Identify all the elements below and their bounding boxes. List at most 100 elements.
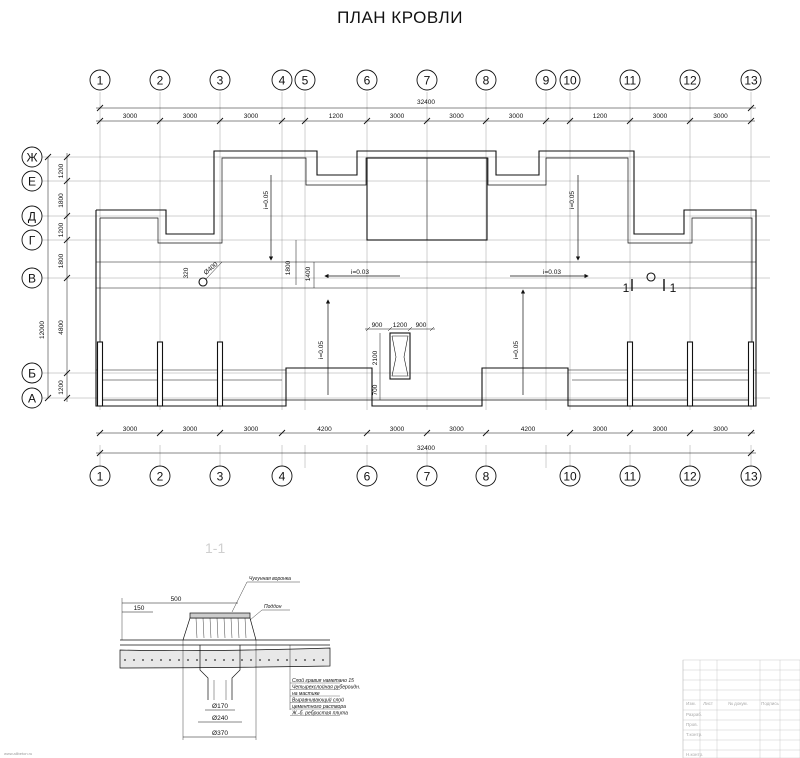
- dim-bottom-chain-value: 4200: [317, 426, 332, 433]
- section-aggregate-dot: [151, 659, 153, 661]
- section-aggregate-dot: [232, 659, 234, 661]
- axis-bubble-top-10: [559, 69, 581, 91]
- dim-skylight-offset: 700: [372, 384, 379, 395]
- dim-funnel-diameter: Ø400: [203, 261, 220, 277]
- axis-label-top: 11: [624, 74, 637, 88]
- axis-label-row: Д: [28, 210, 36, 224]
- dim-center-stack2: 1400: [305, 266, 312, 281]
- axis-bubble-top-4: [271, 69, 293, 91]
- dim-overall-top: 32400: [417, 99, 435, 106]
- dim-top-chain-value: 3000: [244, 113, 259, 120]
- dim-top-chain-tick: [96, 117, 104, 125]
- axis-label-row: В: [28, 272, 36, 286]
- axis-bubble-bottom-1: [89, 465, 111, 487]
- dim-left-tick: [63, 274, 71, 282]
- section-aggregate-dot: [205, 659, 207, 661]
- axis-bubble-top-8: [475, 69, 497, 91]
- dim-top-chain-tick: [482, 117, 490, 125]
- section-aggregate-dot: [250, 659, 252, 661]
- section-title: 1-1: [205, 540, 226, 556]
- dim-bottom-chain-value: 3000: [390, 426, 405, 433]
- axis-bubble-row-6: [21, 387, 43, 409]
- dim-bottom-chain-tick: [566, 429, 574, 437]
- section-mark-right: 1: [670, 281, 677, 295]
- stamp-row: Т.контр.: [686, 732, 702, 737]
- column-stub: [747, 341, 755, 407]
- callout-leader: [231, 581, 248, 613]
- axis-label-row: Ж: [26, 151, 37, 165]
- axis-bubble-bottom-7: [416, 465, 438, 487]
- axis-label-row: Г: [29, 234, 36, 248]
- section-grate-rib: [216, 617, 219, 639]
- section-aggregate-dot: [295, 659, 297, 661]
- dim-top-chain-value: 1200: [329, 113, 344, 120]
- slope-label: i=0.05: [569, 191, 576, 209]
- axis-bubble-top-9: [535, 69, 557, 91]
- dim-top-chain-value: 1200: [593, 113, 608, 120]
- dim-left-value: 4800: [58, 320, 65, 335]
- drawing-title: ПЛАН КРОВЛИ: [337, 8, 463, 27]
- slope-label: i=0.05: [263, 191, 270, 209]
- building-parapet-inner-left: [99, 218, 752, 401]
- axis-bubble-bottom-10: [559, 465, 581, 487]
- axis-label-top: 10: [563, 74, 577, 88]
- building-parapet-inner: [100, 157, 753, 400]
- dim-top-chain-tick: [216, 117, 224, 125]
- axis-label-top: 1: [97, 74, 104, 88]
- callout-leader: [249, 609, 263, 621]
- layer-legend-item: Выравнивающий слой: [292, 697, 344, 704]
- section-grate-rib: [244, 617, 247, 639]
- axis-bubble-top-13: [740, 69, 762, 91]
- dim-left-value: 1200: [58, 163, 65, 178]
- dim-bottom-chain-tick: [156, 429, 164, 437]
- axis-bubble-top-3: [209, 69, 231, 91]
- dim-top-chain-value: 3000: [390, 113, 405, 120]
- dim-bottom-chain-tick: [423, 429, 431, 437]
- dim-overall-top-tick: [747, 104, 755, 112]
- dim-skylight-tick: [365, 326, 371, 332]
- stamp-header: Подпись: [761, 701, 779, 706]
- dim-top-chain-value: 3000: [509, 113, 524, 120]
- column-stub: [96, 341, 104, 407]
- section-aggregate-dot: [286, 659, 288, 661]
- dim-left-tick: [63, 153, 71, 161]
- axis-label-row: А: [28, 392, 36, 406]
- section-aggregate-dot: [259, 659, 261, 661]
- dim-skylight-height: 2100: [372, 350, 379, 365]
- axis-bubble-row-3: [21, 229, 43, 251]
- section-pipe-left: [199, 645, 209, 700]
- axis-label-bottom: 1: [97, 470, 104, 484]
- axis-bubble-row-1: [21, 170, 43, 192]
- building-outline-outer: [95, 150, 757, 407]
- axis-label-top: 6: [364, 74, 371, 88]
- axis-label-row: Е: [28, 175, 36, 189]
- layer-legend-item: Слой гравия наметано 15: [292, 677, 354, 684]
- section-aggregate-dot: [241, 659, 243, 661]
- dim-top-chain-tick: [747, 117, 755, 125]
- drain-funnel-right: [646, 272, 656, 282]
- dim-funnel-leader: [205, 261, 223, 280]
- dim-overall-bottom-tick: [747, 449, 755, 457]
- axis-label-top: 5: [302, 74, 309, 88]
- dim-left-overall-tick: [44, 153, 52, 161]
- section-mark-left: 1: [623, 281, 630, 295]
- section-dim-150: 150: [134, 605, 145, 612]
- column-stub: [686, 341, 694, 407]
- axis-bubble-bottom-2: [149, 465, 171, 487]
- axis-label-row: Б: [28, 367, 36, 381]
- dim-skylight-tick: [387, 326, 393, 332]
- dim-top-chain-value: 3000: [183, 113, 198, 120]
- slope-label: i=0.05: [513, 341, 520, 359]
- section-aggregate-dot: [322, 659, 324, 661]
- stamp-header: № докум.: [728, 701, 748, 706]
- axis-label-bottom: 2: [157, 470, 164, 484]
- dim-top-chain-tick: [301, 117, 309, 125]
- axis-label-bottom: 13: [744, 470, 758, 484]
- axis-bubble-top-6: [356, 69, 378, 91]
- section-aggregate-dot: [124, 659, 126, 661]
- dim-top-chain-tick: [542, 117, 550, 125]
- axis-bubble-row-0: [21, 146, 43, 168]
- dim-left-tick: [63, 212, 71, 220]
- axis-label-bottom: 10: [563, 470, 577, 484]
